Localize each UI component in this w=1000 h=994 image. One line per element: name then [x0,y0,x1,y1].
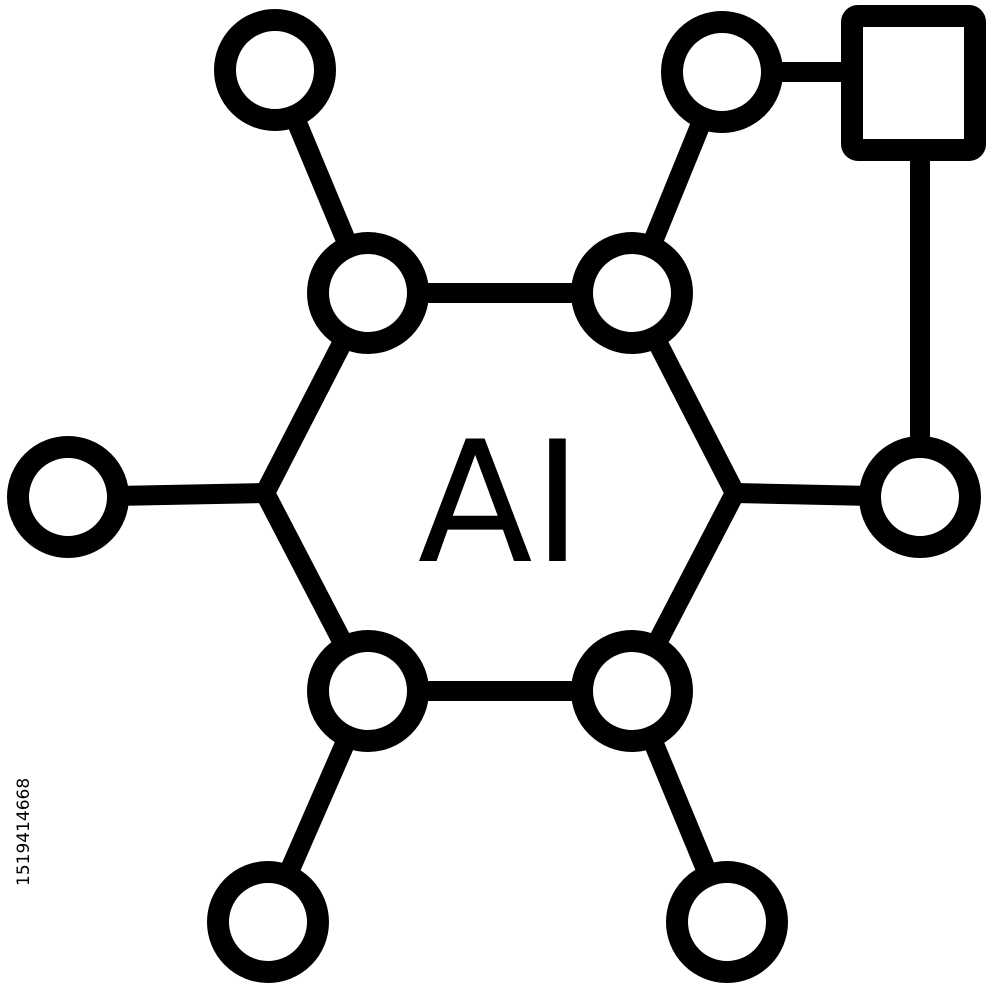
hex-node-upper-right [571,232,693,354]
hex-node-lower-left [307,630,429,752]
node-right [859,436,981,558]
node-top-left [214,9,336,131]
center-label: AI [418,405,582,601]
hexagon-nodes [307,232,693,752]
node-bottom-right [666,861,788,983]
node-top-right [661,11,783,133]
node-bottom-left [207,861,329,983]
hex-node-lower-right [571,630,693,752]
hex-node-upper-left [307,232,429,354]
outer-nodes [7,9,981,983]
square-box-icon [841,5,986,161]
stock-image-id: 1519414668 [14,777,34,886]
node-left [7,436,129,558]
